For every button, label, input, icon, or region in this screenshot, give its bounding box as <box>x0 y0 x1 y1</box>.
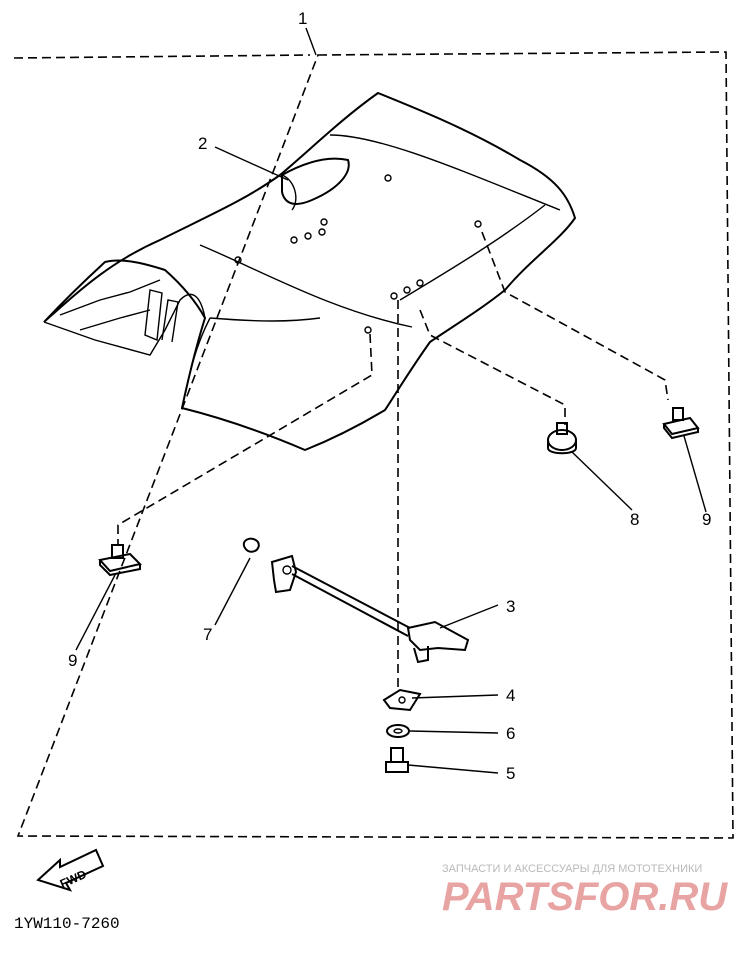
fwd-arrow-icon: FWD <box>36 848 105 892</box>
callout-9-left: 9 <box>68 651 77 670</box>
mount-leader-left <box>117 333 373 545</box>
leader-4 <box>411 694 499 699</box>
fwd-label: FWD <box>58 867 89 891</box>
damper-part-8 <box>547 422 577 455</box>
callout-3: 3 <box>506 597 515 616</box>
callout-6: 6 <box>506 724 515 743</box>
watermark-brand: PARTSFOR.RU <box>442 875 728 919</box>
leader-3 <box>439 604 499 629</box>
leader-9-left <box>75 574 116 651</box>
leader-2 <box>214 146 289 181</box>
mount-leader-right <box>481 231 669 401</box>
callout-1: 1 <box>298 9 307 28</box>
seat <box>43 91 577 452</box>
bracket-part-4 <box>382 688 422 712</box>
callout-4: 4 <box>506 686 515 705</box>
assembly-frame <box>13 51 734 839</box>
bolt-part-5 <box>385 747 409 773</box>
mount-leader-bumper <box>419 309 566 425</box>
leader-5 <box>407 764 499 774</box>
nut-part-9-left <box>98 544 142 577</box>
leader-7 <box>214 557 251 626</box>
callout-8: 8 <box>630 510 639 529</box>
callout-7: 7 <box>203 625 212 644</box>
seat-lock-part-3 <box>270 554 470 664</box>
leader-8 <box>571 451 633 511</box>
callout-5: 5 <box>506 764 515 783</box>
nut-part-9-right <box>662 407 700 440</box>
leader-6 <box>409 730 499 734</box>
watermark-subtitle: ЗАПЧАСТИ И АКСЕССУАРЫ ДЛЯ МОТОТЕХНИКИ <box>442 863 702 875</box>
callout-9-right: 9 <box>702 510 711 529</box>
leader-9-right <box>683 435 707 513</box>
clip-part-7 <box>242 537 260 553</box>
callout-2: 2 <box>198 134 207 153</box>
washer-part-6 <box>386 724 410 738</box>
diagram-code: 1YW110-7260 <box>14 915 120 933</box>
leader-1 <box>305 27 317 56</box>
